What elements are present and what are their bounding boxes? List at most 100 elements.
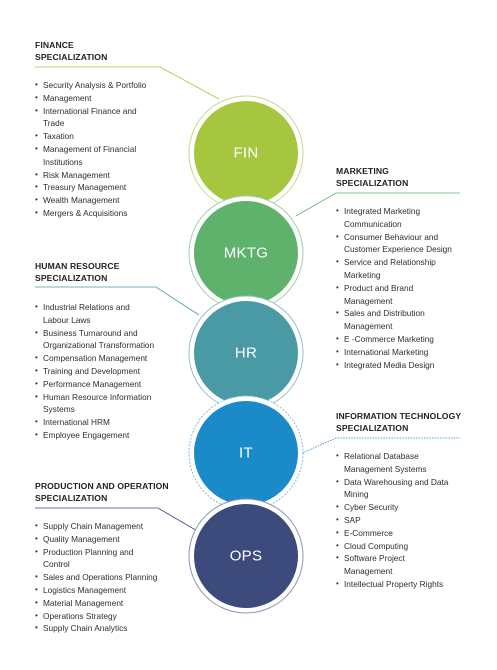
list-item-text: Organizational Transformation xyxy=(43,340,155,351)
circle-ops-disc xyxy=(194,504,298,608)
it-heading: INFORMATION TECHNOLOGY SPECIALIZATION xyxy=(336,411,491,434)
list-item-text: SAP xyxy=(344,514,361,525)
list-item-text: Supply Chain Management xyxy=(43,521,144,531)
it-heading-line: SPECIALIZATION xyxy=(336,422,409,433)
list-item-text: Business Turnaround and xyxy=(43,327,138,338)
hr-heading: HUMAN RESOURCE SPECIALIZATION xyxy=(35,261,200,284)
list-item: Performance Management xyxy=(35,378,200,391)
it-connector xyxy=(297,437,460,456)
circle-hr xyxy=(188,295,304,411)
ops-section: PRODUCTION AND OPERATION SPECIALIZATION … xyxy=(35,481,200,635)
list-item: Sales and Operations Planning xyxy=(35,571,200,584)
list-item-text: Security Analysis & Portfolio xyxy=(43,80,147,90)
list-item-text: E -Commerce Marketing xyxy=(344,333,434,344)
list-item: Cyber Security xyxy=(336,501,491,514)
list-item-text: Risk Management xyxy=(43,169,110,180)
list-item-text: International Marketing xyxy=(344,346,429,357)
list-item-text: Trade xyxy=(43,118,65,129)
list-item-text: Treasury Management xyxy=(43,182,127,193)
list-item: Cloud Computing xyxy=(336,540,491,553)
it-section: INFORMATION TECHNOLOGY SPECIALIZATION Re… xyxy=(336,411,491,591)
list-item-text: Management xyxy=(344,295,393,306)
ops-heading: PRODUCTION AND OPERATION SPECIALIZATION xyxy=(35,481,200,504)
list-item-text: Sales and Distribution xyxy=(344,308,425,319)
list-item: International Marketing xyxy=(336,346,491,359)
list-item-text: Customer Experience Design xyxy=(344,244,452,255)
list-item-text: Integrated Media Design xyxy=(344,359,435,370)
list-item-text: Operations Strategy xyxy=(43,610,117,621)
list-item-text: Industrial Relations and xyxy=(43,302,130,312)
list-item-text: E-Commerce xyxy=(344,527,393,538)
list-item: Risk Management xyxy=(35,169,195,182)
hr-heading-line: HUMAN RESOURCE xyxy=(35,261,120,271)
list-item: Material Management xyxy=(35,597,200,610)
list-item: Training and Development xyxy=(35,365,200,378)
list-item-text: Consumer Behaviour and xyxy=(344,231,439,242)
list-item-text: Institutions xyxy=(43,156,83,167)
list-item-text: Human Resource Information xyxy=(43,391,152,402)
finance-heading-line: FINANCE xyxy=(35,40,74,50)
list-item: Compensation Management xyxy=(35,352,200,365)
finance-list: Security Analysis & Portfolio Management… xyxy=(35,79,195,220)
circle-it-label: IT xyxy=(239,444,253,462)
circle-ops xyxy=(188,498,304,614)
list-item: Security Analysis & Portfolio xyxy=(35,79,195,92)
circle-fin-label: FIN xyxy=(233,144,259,162)
list-item: Supply Chain Analytics xyxy=(35,622,200,635)
list-item-text: Integrated Marketing xyxy=(344,206,421,216)
list-item-text: Material Management xyxy=(43,597,124,608)
list-item-text: Software Project xyxy=(344,553,405,564)
list-item-text: Sales and Operations Planning xyxy=(43,572,158,583)
list-item-text: Communication xyxy=(344,218,402,229)
list-item-text: Management xyxy=(344,566,393,577)
list-item-text: Wealth Management xyxy=(43,195,120,206)
list-item-text: Intellectual Property Rights xyxy=(344,578,444,589)
list-item: SAP xyxy=(336,514,491,527)
list-item: Integrated Media Design xyxy=(336,359,491,372)
list-item-text: Compensation Management xyxy=(43,353,148,364)
list-item-text: Production Planning and xyxy=(43,546,134,557)
list-item: Logistics Management xyxy=(35,584,200,597)
list-item-text: Labour Laws xyxy=(43,314,91,325)
list-item-text: Data Warehousing and Data xyxy=(344,476,449,487)
list-item-text: Performance Management xyxy=(43,378,142,389)
list-item: Wealth Management xyxy=(35,194,195,207)
list-item-text: Mergers & Acquisitions xyxy=(43,207,128,218)
list-item-text: Product and Brand xyxy=(344,282,414,293)
list-item: E-Commerce xyxy=(336,527,491,540)
circle-hr-disc xyxy=(194,301,298,405)
list-item-text: Employee Engagement xyxy=(43,429,130,440)
circle-hr-label: HR xyxy=(234,344,258,362)
list-item: Taxation xyxy=(35,130,195,143)
list-item: Operations Strategy xyxy=(35,610,200,623)
circle-fin xyxy=(188,95,304,211)
circle-ops-label: OPS xyxy=(229,547,263,565)
list-item-text: Taxation xyxy=(43,131,74,142)
circle-mktg-label: MKTG xyxy=(223,244,269,262)
finance-heading-line: SPECIALIZATION xyxy=(35,51,108,62)
list-item: Quality Management xyxy=(35,533,200,546)
marketing-heading-line: SPECIALIZATION xyxy=(336,177,409,188)
it-heading-line: INFORMATION TECHNOLOGY xyxy=(336,411,462,421)
marketing-heading: MARKETING SPECIALIZATION xyxy=(336,166,491,189)
ops-list: Supply Chain Management Quality Manageme… xyxy=(35,520,200,635)
list-item-text: Supply Chain Analytics xyxy=(43,623,128,634)
list-item: Mergers & Acquisitions xyxy=(35,207,195,220)
hr-section: HUMAN RESOURCE SPECIALIZATION Industrial… xyxy=(35,261,200,442)
list-item-text: Management xyxy=(43,92,92,103)
list-item-text: Service and Relationship xyxy=(344,257,436,268)
